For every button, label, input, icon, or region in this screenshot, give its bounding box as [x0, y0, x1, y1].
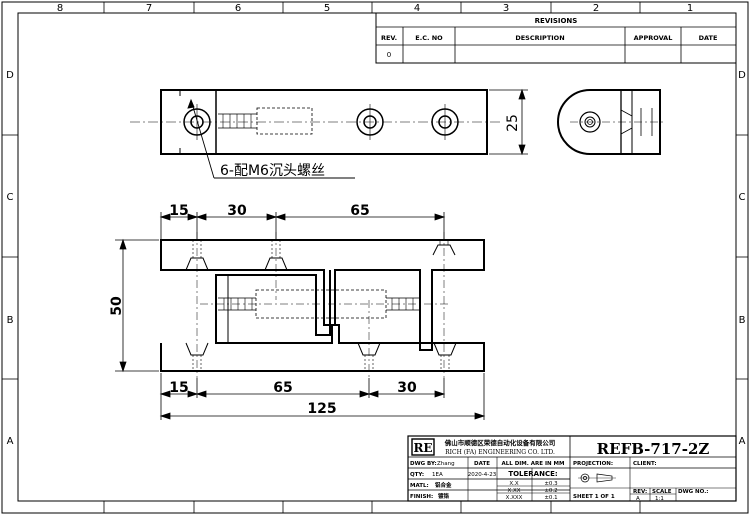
revisions-header-approval: APPROVAL: [634, 34, 673, 42]
zone-number-top: 1: [687, 3, 693, 14]
top-height-value: 25: [505, 114, 521, 132]
top-view: [130, 89, 500, 155]
qty-label: QTY:: [410, 472, 424, 478]
zone-number-top: 6: [235, 3, 241, 14]
top-height-dimension: [489, 88, 528, 156]
matl-value: 铝合金: [435, 481, 452, 489]
dim-front-bottom-2: 65: [273, 380, 292, 396]
tolerance-spec-3: X.XXX: [506, 495, 523, 501]
title-block: [407, 435, 737, 502]
inner-border: [17, 12, 737, 502]
scale-label: SCALE: [652, 489, 672, 495]
tolerance-value-1: ±0.3: [544, 481, 558, 487]
rev-label: REV:: [633, 489, 647, 495]
side-view: [557, 89, 665, 155]
client-label: CLIENT:: [633, 461, 657, 467]
units-note: ALL DIM. ARE IN MM: [502, 461, 565, 467]
zone-number-top: 2: [593, 3, 599, 14]
dim-overall: 125: [307, 401, 336, 417]
revisions-header-rev: REV.: [381, 34, 397, 42]
revisions-header-ec-no: E.C. NO: [415, 34, 443, 42]
rev-value: A: [636, 496, 640, 502]
zone-letter-left: D: [6, 70, 14, 81]
revisions-cell-rev: 0: [387, 51, 391, 59]
company-name-cn: 佛山市顺德区荣德自动化设备有限公司: [444, 438, 556, 447]
dim-front-top-1: 15: [169, 203, 188, 219]
front-top-dimensions: [159, 212, 446, 240]
drawing-number: REFB-717-2Z: [597, 440, 710, 458]
date-value: 2020-4-23: [468, 472, 497, 478]
dim-front-top-3: 65: [350, 203, 369, 219]
front-bottom-dimensions: [159, 373, 486, 420]
company-logo: [411, 438, 435, 456]
zone-number-top: 7: [146, 3, 152, 14]
zone-number-top: 5: [324, 3, 330, 14]
dwg-no-label: DWG NO.:: [678, 489, 709, 495]
finish-label: FINISH:: [410, 494, 433, 500]
tolerance-spec-1: X.X: [509, 481, 519, 487]
zone-letter-left: A: [7, 436, 14, 447]
revisions-title: REVISIONS: [535, 17, 578, 25]
dim-front-bottom-1: 15: [169, 380, 188, 396]
projection-symbol-icon: [578, 473, 616, 483]
zone-letter-right: D: [738, 70, 746, 81]
screw-callout-leader: [187, 98, 355, 179]
zone-letter-right: A: [739, 436, 746, 447]
zone-number-top: 4: [414, 3, 420, 14]
tolerance-label: TOLERANCE:: [508, 470, 558, 478]
scale-value: 1:1: [655, 496, 664, 502]
dwg-by-label: DWG BY:: [410, 461, 437, 467]
revisions-header-date: DATE: [699, 34, 718, 42]
finish-value: 镀铬: [438, 492, 450, 500]
zone-number-top: 3: [503, 3, 509, 14]
projection-label: PROJECTION:: [573, 461, 613, 467]
dim-front-height: 50: [109, 296, 125, 316]
qty-value: 1EA: [432, 472, 443, 478]
zone-letter-left: B: [7, 315, 14, 326]
zone-letter-left: C: [7, 192, 14, 203]
front-view: [160, 232, 485, 378]
zone-number-top: 8: [57, 3, 63, 14]
tolerance-spec-2: X.XX: [507, 488, 520, 494]
screw-callout-text: 6-配M6沉头螺丝: [220, 163, 325, 179]
zone-letter-right: B: [739, 315, 746, 326]
front-height-dimension: [115, 238, 159, 373]
dwg-by-value: Zhang: [437, 461, 455, 467]
tolerance-value-3: ±0.1: [544, 495, 557, 501]
tolerance-value-2: ±0.2: [544, 488, 557, 494]
date-label: DATE: [474, 461, 490, 467]
company-name-en: RICH (FA) ENGINEERING CO. LTD.: [445, 449, 555, 456]
dim-front-top-2: 30: [227, 203, 247, 219]
sheet-label: SHEET 1 OF 1: [573, 494, 615, 500]
zone-letter-right: C: [739, 192, 746, 203]
company-logo-text: RE: [413, 441, 432, 455]
revisions-table: REVISIONS REV. E.C. NO DESCRIPTION APPRO…: [375, 12, 737, 64]
revisions-header-description: DESCRIPTION: [515, 34, 564, 42]
matl-label: MATL:: [410, 483, 429, 489]
dim-front-bottom-3: 30: [397, 380, 417, 396]
